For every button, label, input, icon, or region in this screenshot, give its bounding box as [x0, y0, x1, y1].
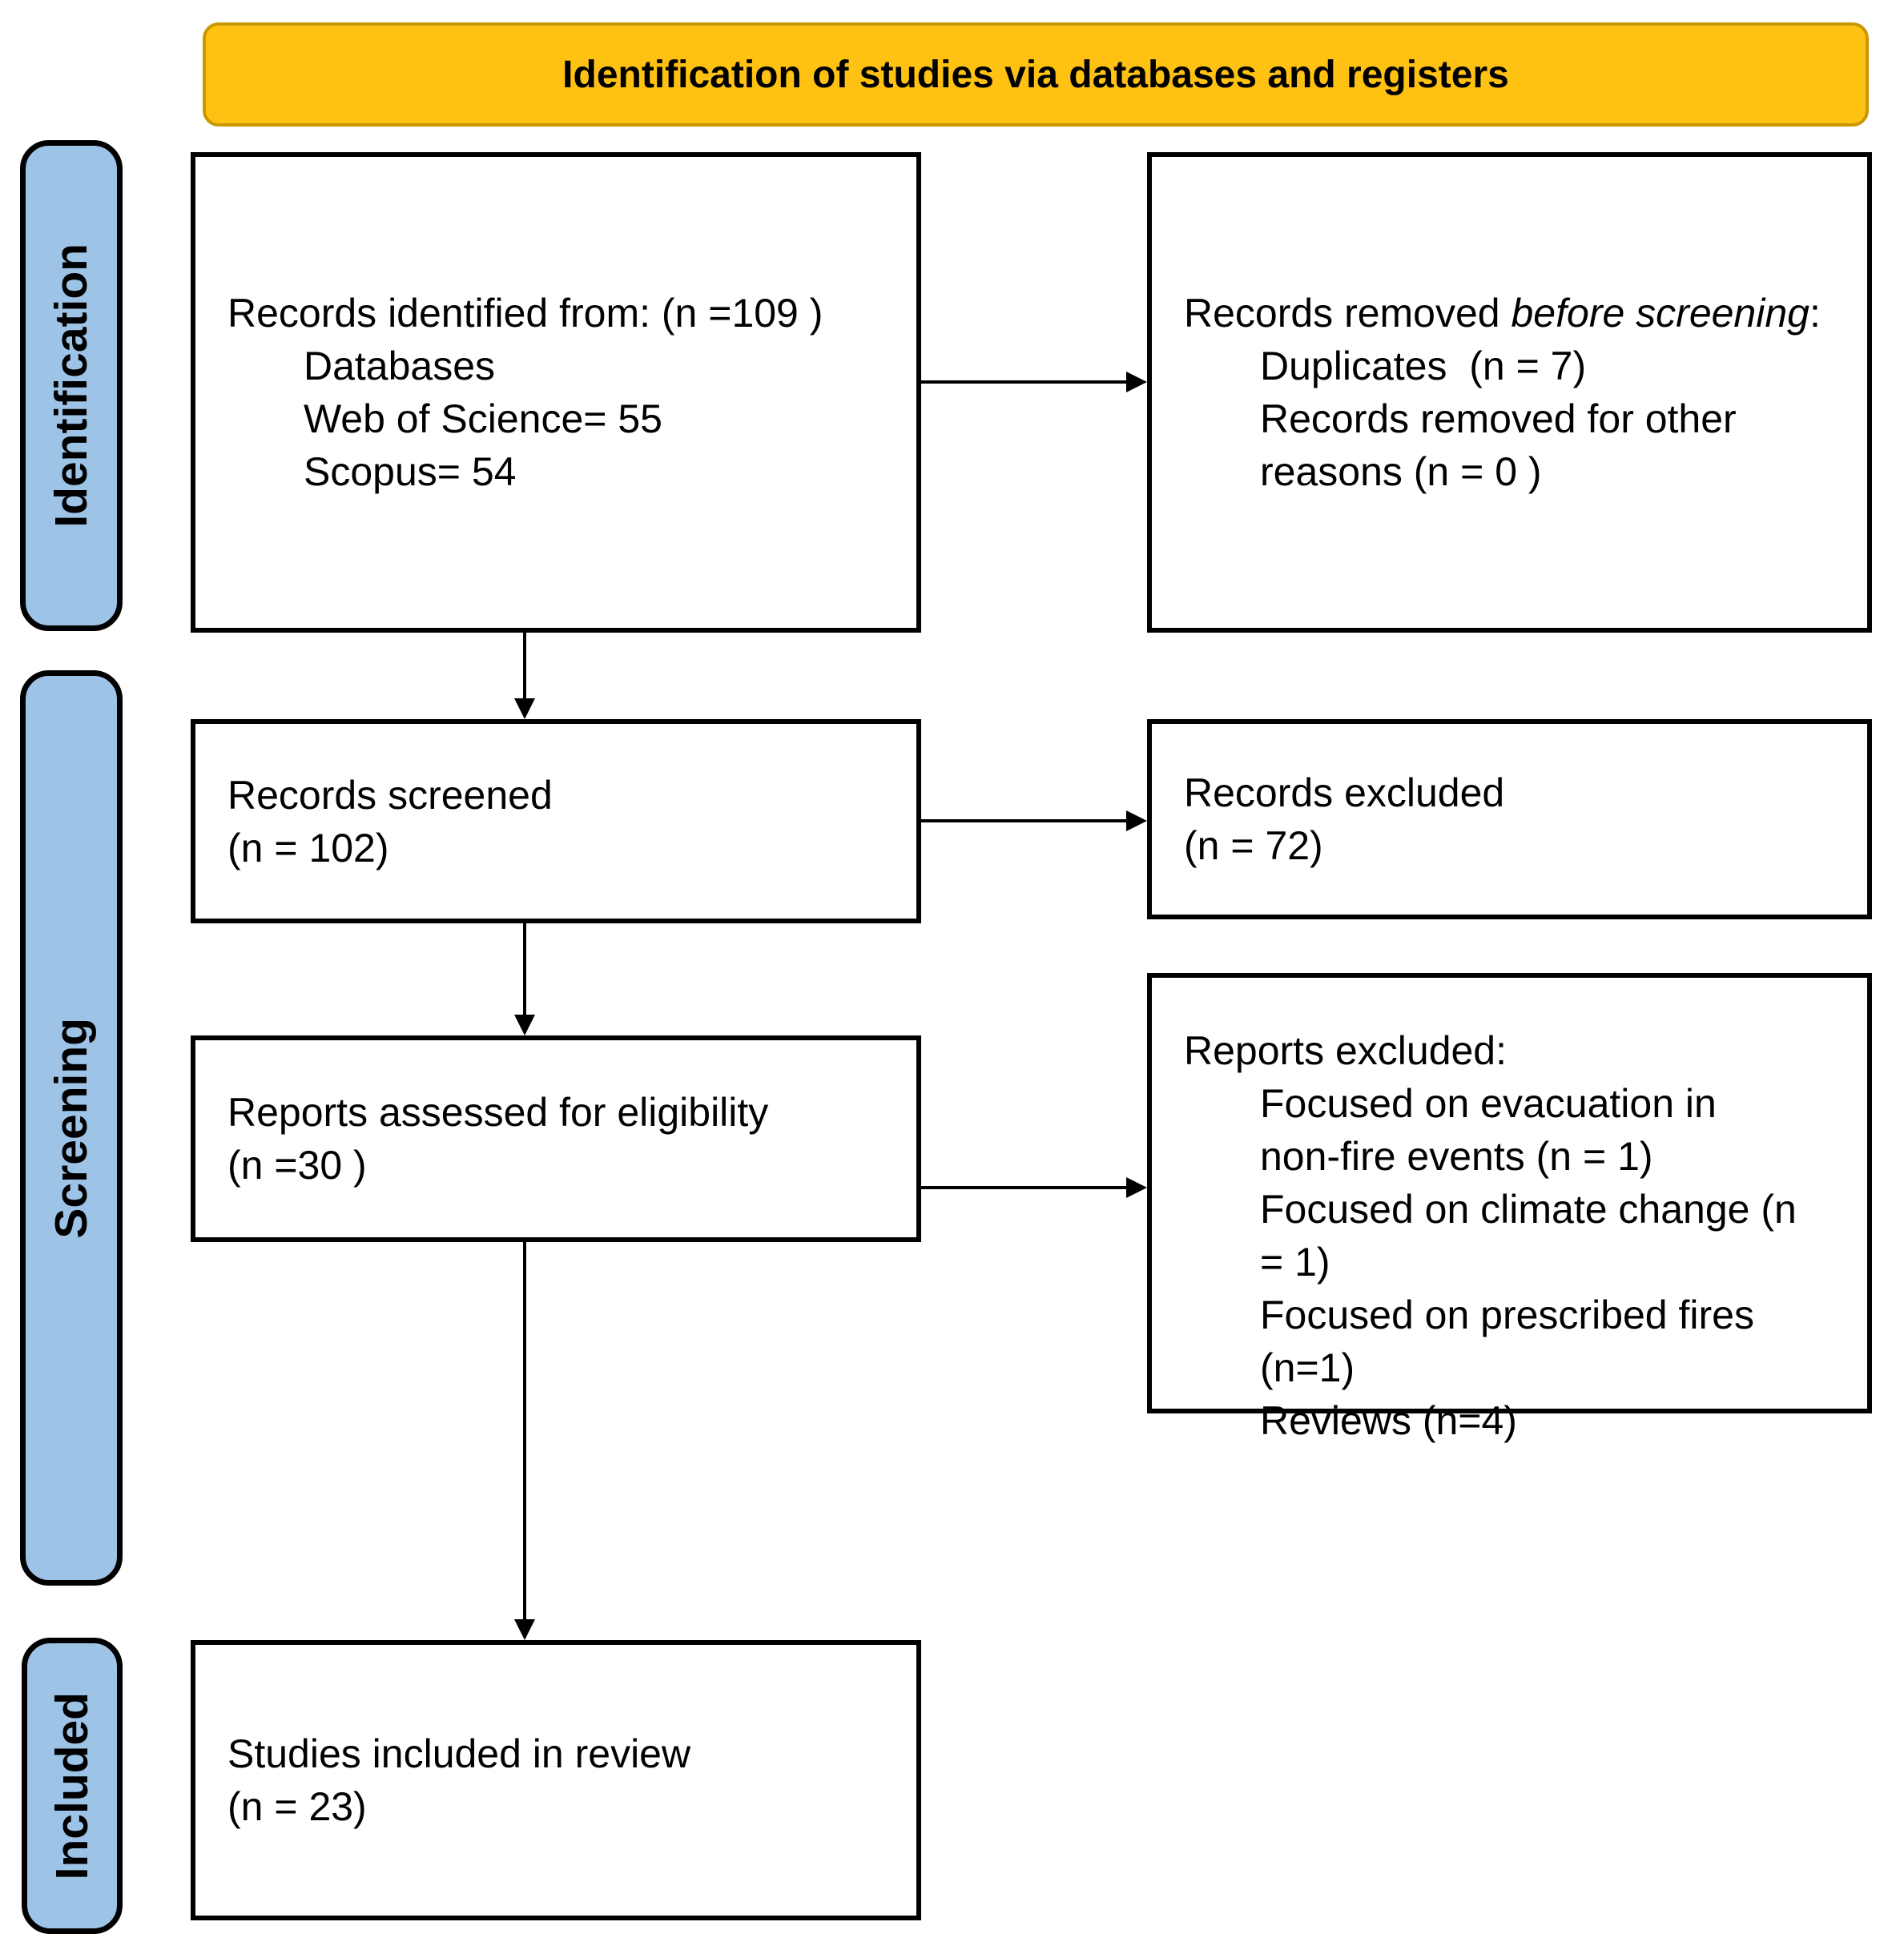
- stage-label-identification-text: Identification: [46, 243, 97, 528]
- arrow-assessed-to-reports-excluded-head: [1126, 1177, 1147, 1198]
- stage-label-included-text: Included: [46, 1691, 98, 1880]
- box-reports-assessed: Reports assessed for eligibility (n =30 …: [191, 1035, 921, 1242]
- records-screened-line1: Records screened: [227, 772, 553, 818]
- records-removed-heading: Records removed before screening:: [1184, 291, 1821, 336]
- arrow-identified-to-removed-line: [921, 380, 1128, 384]
- stage-label-screening: Screening: [20, 670, 123, 1586]
- arrow-screened-to-assessed-head: [514, 1015, 535, 1035]
- arrow-screened-to-excluded-head: [1126, 810, 1147, 831]
- box-records-removed: Records removed before screening: Duplic…: [1147, 152, 1872, 633]
- studies-included-line1: Studies included in review: [227, 1731, 691, 1776]
- reports-excluded-item: Focused on climate change (n = 1): [1260, 1187, 1808, 1285]
- box-reports-excluded: Reports excluded: Focused on evacuation …: [1147, 973, 1872, 1443]
- reports-assessed-line2: (n =30 ): [227, 1143, 367, 1188]
- reports-excluded-item: Focused on evacuation in non-fire events…: [1260, 1081, 1728, 1179]
- records-identified-item: Web of Science= 55: [304, 396, 662, 441]
- stage-label-identification: Identification: [20, 140, 123, 631]
- arrow-assessed-to-included-head: [514, 1619, 535, 1640]
- arrow-identified-to-screened-line: [523, 633, 526, 700]
- reports-excluded-heading: Reports excluded:: [1184, 1028, 1508, 1073]
- records-screened-line2: (n = 102): [227, 825, 389, 870]
- arrow-identified-to-removed-head: [1126, 372, 1147, 392]
- records-identified-item: Scopus= 54: [304, 449, 517, 494]
- diagram-title: Identification of studies via databases …: [562, 53, 1509, 96]
- box-records-identified: Records identified from: (n =109 ) Datab…: [191, 152, 921, 633]
- records-removed-heading-italic: before screening: [1511, 291, 1809, 336]
- stage-label-screening-text: Screening: [46, 1017, 97, 1239]
- records-removed-item: Records removed for other reasons (n = 0…: [1260, 396, 1748, 494]
- diagram-title-banner: Identification of studies via databases …: [203, 22, 1869, 127]
- reports-assessed-line1: Reports assessed for eligibility: [227, 1090, 769, 1135]
- reports-excluded-item: Reviews (n=4): [1260, 1398, 1517, 1443]
- box-records-screened: Records screened (n = 102): [191, 719, 921, 923]
- box-studies-included: Studies included in review (n = 23): [191, 1640, 921, 1920]
- reports-excluded-item: Focused on prescribed fires (n=1): [1260, 1293, 1765, 1390]
- arrow-screened-to-assessed-line: [523, 923, 526, 1016]
- arrow-screened-to-excluded-line: [921, 819, 1128, 822]
- stage-label-included: Included: [22, 1638, 123, 1934]
- records-removed-item: Duplicates (n = 7): [1260, 344, 1587, 388]
- arrow-assessed-to-included-line: [523, 1242, 526, 1621]
- records-identified-item: Databases: [304, 344, 496, 388]
- box-records-excluded: Records excluded (n = 72): [1147, 719, 1872, 919]
- records-excluded-line1: Records excluded: [1184, 770, 1505, 815]
- records-excluded-line2: (n = 72): [1184, 823, 1323, 868]
- arrow-assessed-to-reports-excluded-line: [921, 1186, 1128, 1189]
- arrow-identified-to-screened-head: [514, 698, 535, 719]
- studies-included-line2: (n = 23): [227, 1784, 367, 1829]
- records-identified-heading: Records identified from: (n =109 ): [227, 291, 823, 336]
